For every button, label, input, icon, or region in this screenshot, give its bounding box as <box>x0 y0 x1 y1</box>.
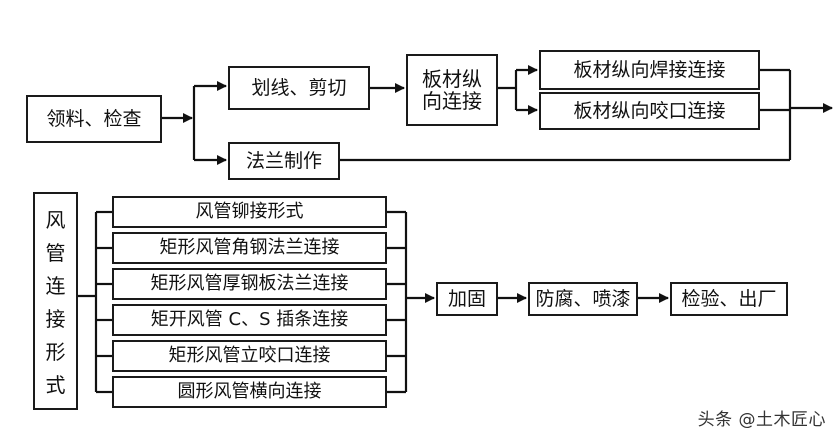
connection-form-item: 矩形风管角钢法兰连接 <box>112 232 387 264</box>
vertical-char: 式 <box>45 373 66 397</box>
vertical-char: 形 <box>45 340 66 364</box>
receive-check-box: 领料、检查 <box>26 95 162 143</box>
connection-form-item: 圆形风管横向连接 <box>112 376 387 408</box>
flange-make-box: 法兰制作 <box>228 142 340 180</box>
connection-form-item: 矩形风管厚钢板法兰连接 <box>112 268 387 300</box>
vertical-char: 风 <box>45 208 66 232</box>
watermark: 头条 @土木匠心 <box>697 410 826 430</box>
anticorrosion-box: 防腐、喷漆 <box>528 282 638 316</box>
connection-form-item: 矩形风管立咬口连接 <box>112 340 387 372</box>
weld-joint-box: 板材纵向焊接连接 <box>539 50 760 90</box>
vertical-char: 连 <box>45 274 66 298</box>
reinforce-box: 加固 <box>436 282 498 316</box>
mark-cut-box: 划线、剪切 <box>228 66 370 110</box>
vertical-char: 管 <box>45 241 66 265</box>
connection-form-item: 矩开风管 C、S 插条连接 <box>112 304 387 336</box>
inspect-box: 检验、出厂 <box>670 282 788 316</box>
longitudinal-joint-box: 板材纵向连接 <box>406 54 498 126</box>
connection-forms-vertical-label: 风 管 连 接 形 式 <box>33 192 78 410</box>
vertical-char: 接 <box>45 307 66 331</box>
connection-form-item: 风管铆接形式 <box>112 196 387 228</box>
bite-joint-box: 板材纵向咬口连接 <box>539 92 760 130</box>
